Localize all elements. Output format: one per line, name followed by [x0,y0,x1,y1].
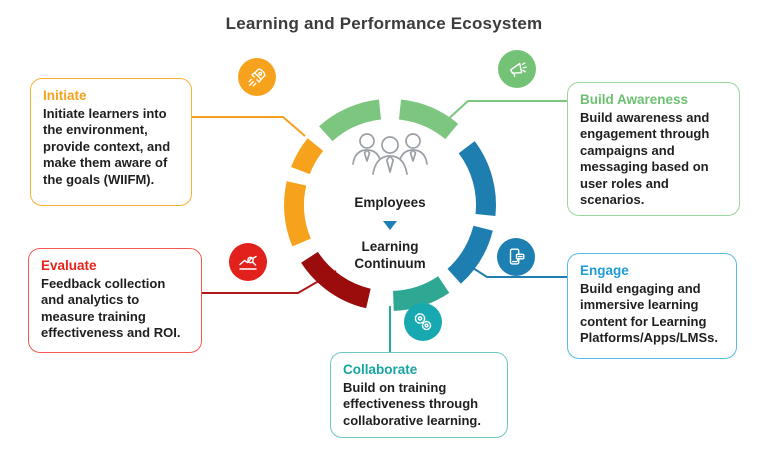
connector-evaluate [200,270,337,294]
rocket-icon [238,58,276,96]
build-awareness-box: Build Awareness Build awareness and enga… [567,82,740,216]
ring-center: Employees Learning Continuum [310,130,470,273]
collaborate-box: Collaborate Build on training effectiven… [330,352,508,438]
initiate-description: Initiate learners into the environment, … [43,106,171,187]
evaluate-title: Evaluate [41,258,97,273]
employees-icon [344,130,436,187]
connector-build-awareness [444,100,575,123]
build-awareness-description: Build awareness and engagement through c… [580,110,710,207]
engage-description: Build engaging and immersive learning co… [580,281,718,346]
megaphone-icon [498,50,536,88]
connector-initiate [192,116,306,137]
ring-segment-teal [392,276,450,311]
mobile-chat-icon [497,238,535,276]
gears-icon [404,303,442,341]
learning-continuum-label: Learning Continuum [354,238,426,272]
build-awareness-title: Build Awareness [580,92,689,107]
down-triangle-icon [383,220,397,230]
engage-title: Engage [580,263,629,278]
evaluate-box: Evaluate Feedback collection and analyti… [28,248,202,353]
collaborate-description: Build on training effectiveness through … [343,380,481,428]
employees-label: Employees [354,195,426,210]
ring-segment-orange [284,181,311,247]
chart-magnifier-icon [229,243,267,281]
engage-box: Engage Build engaging and immersive lear… [567,253,737,359]
page-title: Learning and Performance Ecosystem [225,14,543,33]
collaborate-title: Collaborate [343,362,418,377]
evaluate-description: Feedback collection and analytics to mea… [41,276,181,341]
ring-segment-green [398,99,459,140]
initiate-title: Initiate [43,88,87,103]
initiate-box: Initiate Initiate learners into the envi… [30,78,192,206]
